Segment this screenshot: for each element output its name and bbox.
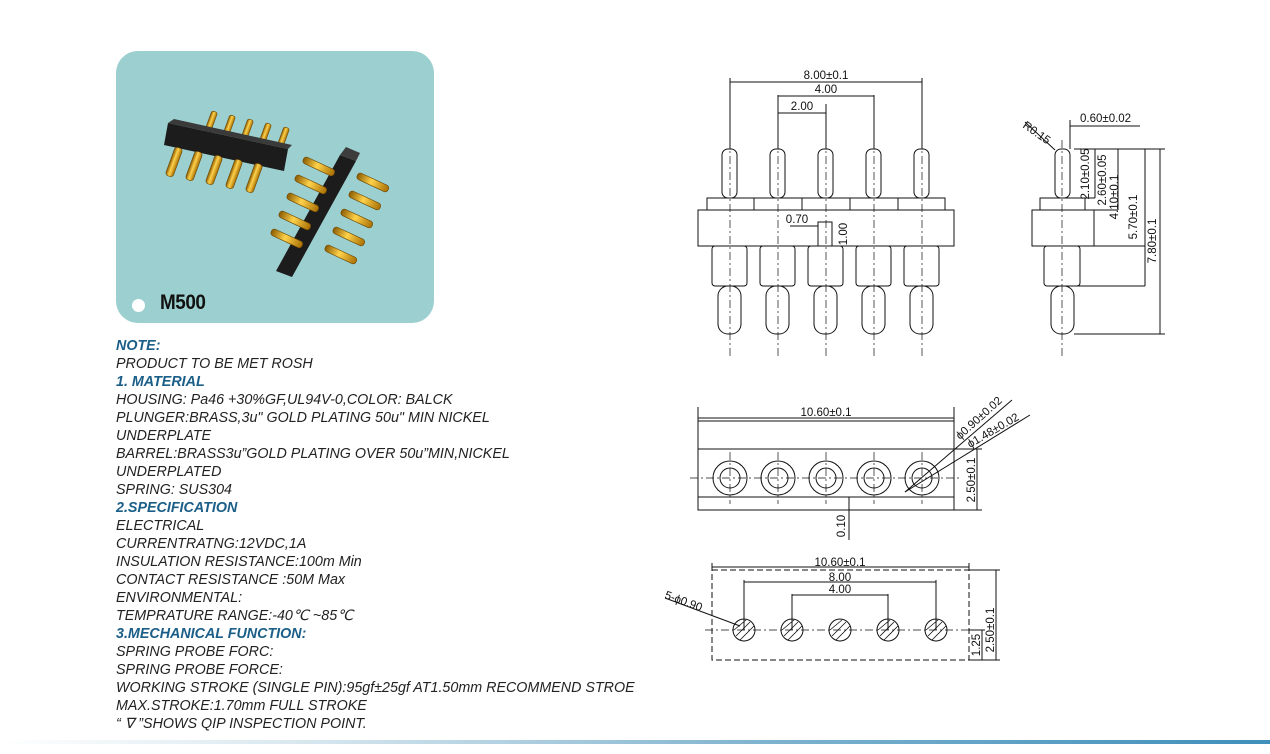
note-line: PRODUCT TO BE MET ROSH (116, 356, 313, 372)
dim-side-h4: 5.70±0.1 (1128, 195, 1140, 240)
note-line: UNDERPLATE (116, 428, 212, 444)
dim-side-radius: R0.15 (1020, 120, 1052, 147)
note-heading: NOTE: (116, 338, 161, 354)
side-view (1024, 120, 1165, 335)
front-view (697, 78, 955, 335)
note-line: SPRING PROBE FORC: (116, 644, 274, 660)
dim-side-h2: 2.60±0.05 (1097, 154, 1109, 205)
note-line: INSULATION RESISTANCE:100m Min (116, 554, 362, 570)
dim-footprint-width: 2.50±0.1 (985, 608, 997, 653)
note-heading: 2.SPECIFICATION (116, 500, 238, 516)
dim-side-h1: 2.10±0.05 (1080, 148, 1092, 199)
note-line: MAX.STROKE:1.70mm FULL STROKE (116, 698, 367, 714)
dim-footprint-holes: 5-ϕ0.90 (663, 590, 704, 615)
dim-side-h5: 7.80±0.1 (1147, 219, 1159, 264)
footprint-view (664, 563, 1000, 661)
note-line: HOUSING: Pa46 +30%GF,UL94V-0,COLOR: BALC… (116, 392, 453, 408)
dim-footprint-span: 8.00 (829, 572, 851, 584)
dim-front-pitch2: 4.00 (815, 84, 837, 96)
note-line: UNDERPLATED (116, 464, 222, 480)
note-line: ELECTRICAL (116, 518, 205, 534)
note-line: ENVIRONMENTAL: (116, 590, 243, 606)
connector-back (164, 110, 292, 193)
connector-photo (164, 110, 389, 277)
note-line: SPRING PROBE FORCE: (116, 662, 283, 678)
note-line: TEMPRATURE RANGE:-40℃ ~85℃ (116, 608, 354, 624)
model-label: M500 (160, 291, 206, 314)
note-heading: 3.MECHANICAL FUNCTION: (116, 626, 307, 642)
dim-front-overall: 8.00±0.1 (804, 70, 849, 82)
connector-front (270, 147, 389, 277)
front-centerlines (729, 140, 1063, 358)
dim-footprint-length: 10.60±0.1 (814, 557, 865, 569)
dim-top-offset: 0.10 (836, 515, 848, 537)
note-line: WORKING STROKE (SINGLE PIN):95gf±25gf AT… (116, 680, 635, 696)
note-line: BARREL:BRASS3u”GOLD PLATING OVER 50u”MIN… (116, 446, 510, 462)
dim-side-h3: 4.10±0.1 (1109, 175, 1121, 220)
note-line: SPRING: SUS304 (116, 482, 233, 498)
note-heading: 1. MATERIAL (116, 374, 205, 390)
dim-side-width: 0.60±0.02 (1080, 113, 1131, 125)
top-view (697, 399, 1031, 540)
dim-footprint-pitch: 4.00 (829, 584, 851, 596)
note-line: PLUNGER:BRASS,3u" GOLD PLATING 50u" MIN … (116, 410, 490, 426)
top-view-centerlines (690, 452, 962, 504)
dim-top-length: 10.60±0.1 (800, 407, 851, 419)
note-line: CURRENTRATNG:12VDC,1A (116, 536, 307, 552)
note-line: CONTACT RESISTANCE :50M Max (116, 572, 346, 588)
dim-footprint-center: 1.25 (971, 634, 983, 656)
dim-top-depth: 2.50±0.1 (966, 458, 978, 503)
dim-front-step: 1.00 (838, 223, 850, 245)
product-image-card: M500 (116, 51, 434, 323)
dim-front-pin-gap: 0.70 (786, 214, 808, 226)
footer-rule (0, 740, 1270, 744)
dim-front-pitch1: 2.00 (791, 101, 813, 113)
spec-notes: NOTE: PRODUCT TO BE MET ROSH 1. MATERIAL HO… (116, 337, 676, 733)
model-bullet (132, 299, 145, 312)
note-line: “ ∇ ”SHOWS QIP INSPECTION POINT. (116, 716, 367, 732)
